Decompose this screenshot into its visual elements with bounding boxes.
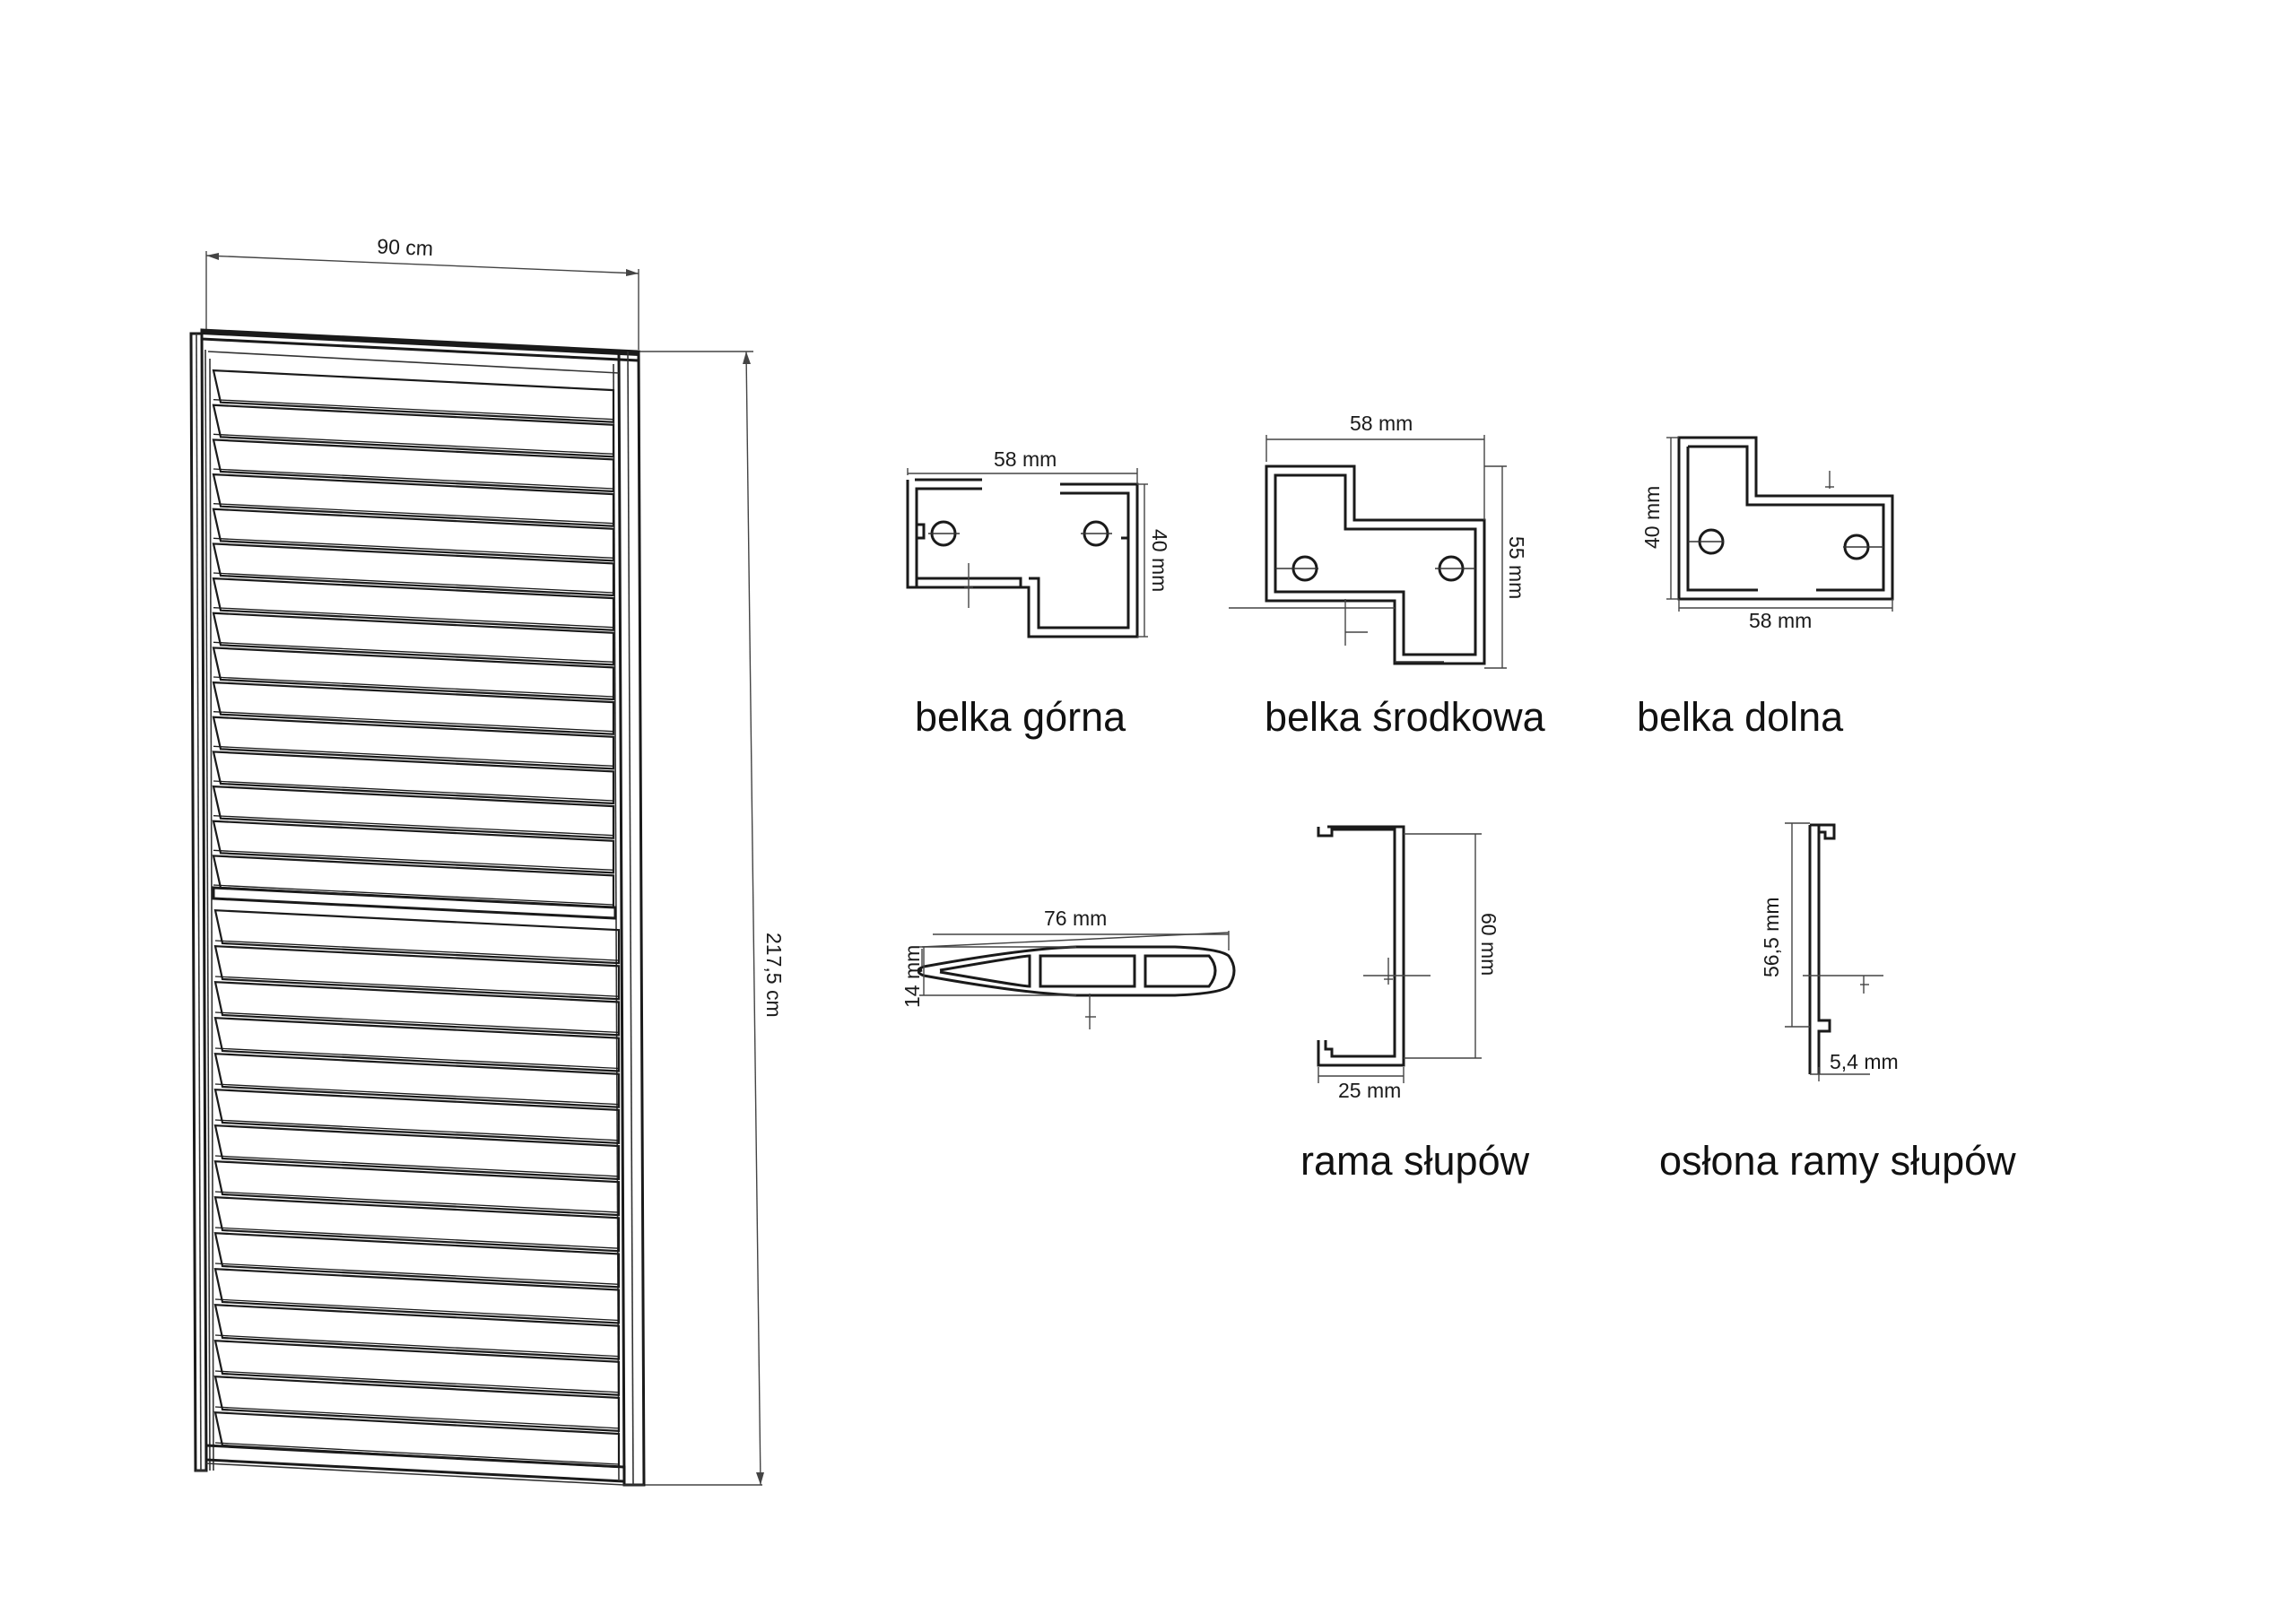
lower-slat: [213, 1196, 621, 1253]
belka-gorna-caption: belka górna: [915, 694, 1126, 740]
lower-slat: [213, 909, 621, 965]
lower-slat-edge: [214, 1119, 620, 1141]
lower-slat: [213, 1411, 621, 1469]
oslona-height-label: 56,5 mm: [1760, 898, 1783, 977]
lower-slat: [213, 1089, 621, 1144]
upper-slat-edge: [213, 537, 614, 559]
gate-height-label: 217,5 cm: [762, 933, 786, 1018]
upper-slat: [212, 785, 615, 839]
upper-slat: [212, 508, 615, 562]
lower-slat: [213, 1053, 621, 1108]
belka-srodkowa-caption: belka środkowa: [1265, 694, 1546, 740]
lower-slat: [213, 945, 621, 1001]
rama-slupow-caption: rama słupów: [1300, 1138, 1530, 1184]
profile-belka-dolna: 40 mm 58 mm belka dolna: [1637, 436, 1894, 740]
lower-slat: [213, 1304, 621, 1360]
gate-width-dimension: 90 cm: [205, 234, 639, 350]
upper-slat-edge: [213, 572, 614, 594]
belka-dolna-height-label: 40 mm: [1640, 486, 1664, 549]
gate-elevation: 90 cm 217,5 cm: [189, 234, 786, 1487]
upper-slat: [212, 855, 615, 909]
lower-slat-edge: [214, 1370, 620, 1393]
gate-width-label: 90 cm: [377, 234, 434, 260]
lower-slat-edge: [214, 1047, 620, 1070]
upper-slat: [212, 438, 615, 493]
gate-height-dimension: 217,5 cm: [639, 351, 786, 1486]
upper-slat: [212, 820, 615, 874]
lower-slat: [213, 1232, 621, 1289]
lower-slat: [213, 1376, 621, 1433]
upper-slat-edge: [213, 849, 614, 871]
upper-slat: [212, 612, 615, 666]
lower-slat-edge: [214, 1298, 620, 1322]
upper-slat: [212, 681, 615, 735]
lower-slat-edge: [214, 1406, 620, 1429]
belka-gorna-height-label: 40 mm: [1148, 529, 1171, 592]
belka-dolna-caption: belka dolna: [1637, 694, 1844, 740]
lower-slat: [213, 1124, 621, 1181]
upper-slat: [212, 473, 615, 527]
profile-belka-gorna: 58 mm 40 mm belka górna: [906, 447, 1171, 740]
lower-slat-edge: [214, 1442, 620, 1465]
rama-slupow-height-label: 60 mm: [1477, 913, 1500, 976]
lower-slat-edge: [214, 1083, 620, 1106]
lower-slat-edge: [214, 976, 620, 997]
lower-slat-edge: [214, 1155, 620, 1177]
lower-slat-edge: [214, 1227, 620, 1249]
upper-slat-edge: [213, 815, 614, 837]
upper-slat: [212, 577, 615, 631]
oslona-width-label: 5,4 mm: [1830, 1050, 1899, 1073]
upper-slat: [212, 542, 615, 597]
upper-slat-edge: [213, 607, 614, 629]
upper-slat: [212, 751, 615, 805]
profile-oslona-ramy-slupow: 56,5 mm 5,4 mm osłona ramy słupów: [1659, 822, 2016, 1184]
lower-slat-edge: [214, 1263, 620, 1285]
profile-lamela: 76 mm 14 mm: [900, 907, 1236, 1029]
lower-slat: [213, 1340, 621, 1396]
lower-slat-edge: [214, 1191, 620, 1213]
upper-slat-edge: [213, 884, 614, 906]
upper-slat-edge: [213, 503, 614, 525]
oslona-caption: osłona ramy słupów: [1659, 1138, 2016, 1184]
upper-slat-edge: [213, 433, 614, 455]
lower-slat-edge: [214, 1334, 620, 1358]
upper-slat: [212, 369, 615, 423]
lower-slat-edge: [214, 940, 620, 961]
lower-slat: [213, 981, 621, 1037]
upper-slat: [212, 404, 615, 458]
belka-srodkowa-height-label: 55 mm: [1505, 536, 1528, 599]
lower-slat-edge: [214, 1011, 620, 1034]
upper-slat-edge: [213, 711, 614, 733]
lamela-height-label: 14 mm: [900, 945, 924, 1008]
profile-belka-srodkowa: 58 mm 55 mm belka środkowa: [1229, 412, 1546, 740]
gate-slats: [212, 369, 621, 1469]
lower-slat: [213, 1160, 621, 1217]
belka-srodkowa-width-label: 58 mm: [1350, 412, 1413, 435]
lower-slat: [213, 1017, 621, 1072]
belka-dolna-width-label: 58 mm: [1749, 609, 1812, 632]
upper-slat-edge: [213, 641, 614, 663]
gate-frame: [189, 328, 646, 1487]
upper-slat-edge: [213, 676, 614, 698]
upper-slat: [212, 647, 615, 701]
profile-rama-slupow: 60 mm 25 mm rama słupów: [1300, 825, 1530, 1184]
upper-slat-edge: [213, 745, 614, 767]
rama-slupow-width-label: 25 mm: [1338, 1079, 1401, 1102]
upper-slat-edge: [213, 468, 614, 490]
upper-slat-edge: [213, 780, 614, 802]
belka-gorna-width-label: 58 mm: [994, 447, 1057, 471]
lower-slat: [213, 1268, 621, 1324]
upper-slat-edge: [213, 399, 614, 421]
lamela-width-label: 76 mm: [1044, 907, 1107, 930]
upper-slat: [212, 716, 615, 770]
